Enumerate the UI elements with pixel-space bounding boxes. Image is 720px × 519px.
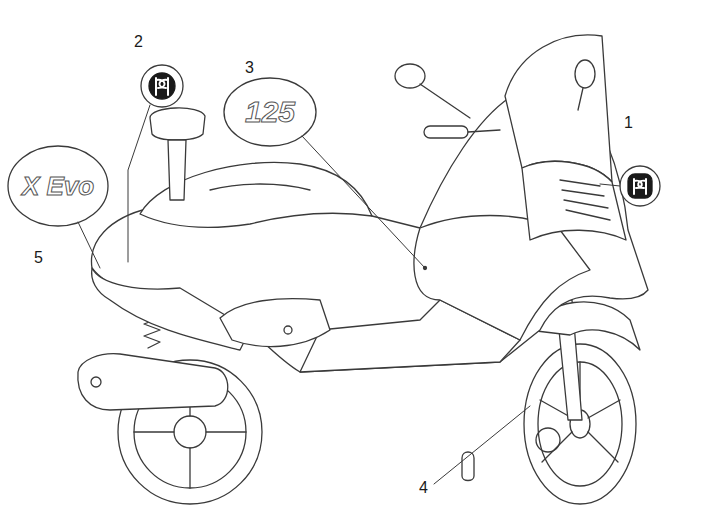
panel-bolt (284, 326, 292, 334)
handlebar (468, 130, 500, 132)
mirror-stem (578, 88, 583, 110)
front-face (522, 161, 626, 240)
exhaust-bolt (91, 377, 101, 387)
right-mirror (575, 60, 595, 88)
handlebar-grip (424, 126, 468, 138)
callout-number: 1 (624, 115, 633, 131)
decal-text: X Evo (22, 173, 94, 199)
exhaust (78, 354, 228, 410)
leg-shield (414, 216, 590, 341)
seat-line (210, 184, 310, 190)
headlight-lines (560, 180, 610, 220)
callout-number: 3 (245, 60, 254, 76)
callout-bubble (620, 166, 660, 206)
windshield (505, 35, 612, 182)
callout-bubble (141, 65, 183, 107)
callout-number: 5 (34, 250, 43, 266)
callout-number: 2 (134, 34, 143, 50)
leader-dot (424, 267, 427, 270)
mirror-stem (420, 84, 470, 118)
backrest (150, 108, 205, 140)
leader-lines (78, 105, 620, 484)
backrest-stem (168, 140, 186, 200)
decal-text: 125 (245, 97, 295, 127)
callout-number: 4 (419, 480, 428, 496)
callout-bubble (8, 146, 108, 226)
front-wheel (524, 344, 636, 504)
side-panel (220, 299, 330, 347)
rear-tail (92, 268, 250, 350)
